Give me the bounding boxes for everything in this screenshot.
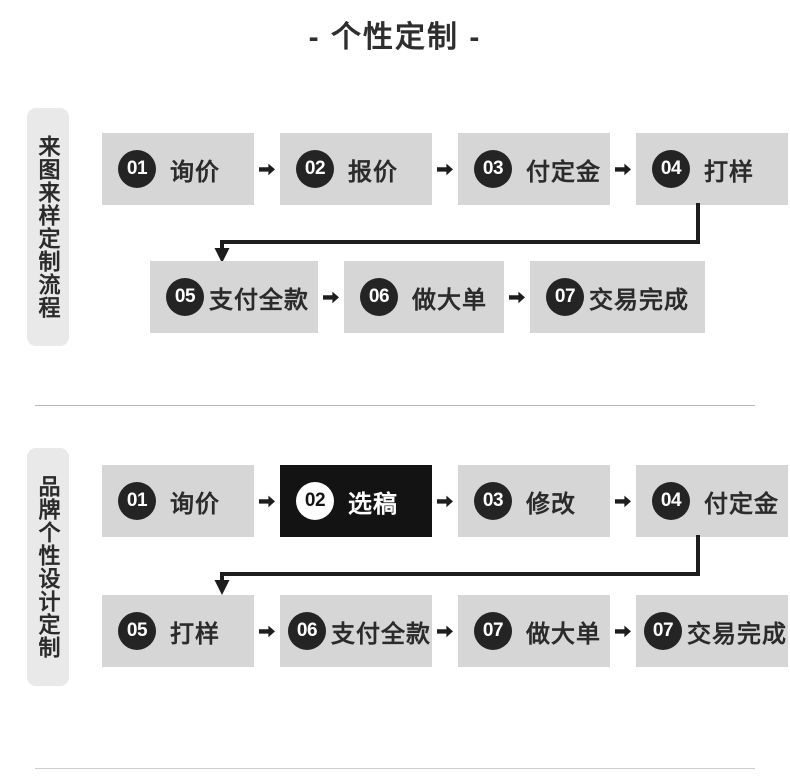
- arrow-right-icon: [254, 625, 280, 638]
- step-number-s1-02: 02: [296, 150, 334, 188]
- section-2-row-2: 05 打样 06 支付全款 07 做大单 07: [102, 595, 788, 667]
- page-title: - 个性定制 -: [308, 21, 482, 54]
- arrow-right-icon: [318, 291, 344, 304]
- step-box-s1-01[interactable]: 01 询价: [102, 133, 254, 205]
- step-label-s2-04: 付定金: [704, 490, 779, 518]
- step-label-s2-07b: 交易完成: [687, 620, 787, 648]
- step-number-s1-05: 05: [166, 278, 204, 316]
- arrow-right-icon: [254, 163, 280, 176]
- step-box-s1-05[interactable]: 05 支付全款: [150, 261, 318, 333]
- step-number-s1-06: 06: [360, 278, 398, 316]
- arrow-right-icon: [610, 163, 636, 176]
- section-1-row-1: 01 询价 02 报价 03 付定金 04 打: [102, 133, 788, 205]
- step-label-s2-03: 修改: [526, 490, 576, 518]
- step-label-s1-02: 报价: [348, 158, 398, 186]
- step-number-s2-07a: 07: [474, 612, 512, 650]
- section-divider-1: [35, 405, 755, 406]
- step-box-s1-06[interactable]: 06 做大单: [344, 261, 504, 333]
- step-number-s2-07b: 07: [644, 612, 682, 650]
- step-number-s1-03: 03: [474, 150, 512, 188]
- step-label-s1-07: 交易完成: [589, 286, 689, 314]
- step-label-s1-04: 打样: [704, 158, 754, 186]
- arrow-right-icon: [254, 495, 280, 508]
- step-label-s2-06: 支付全款: [331, 620, 431, 648]
- step-box-s2-06[interactable]: 06 支付全款: [280, 595, 432, 667]
- step-box-s1-04[interactable]: 04 打样: [636, 133, 788, 205]
- section-2-row-1: 01 询价 02 选稿 03 修改 04 付定: [102, 465, 788, 537]
- section-1-side-tab: 来图来样定制流程: [27, 108, 69, 346]
- section-divider-2: [35, 768, 755, 769]
- step-label-s1-05: 支付全款: [209, 286, 309, 314]
- section-2-side-tab: 品牌个性设计定制: [27, 448, 69, 686]
- arrow-right-icon: [610, 495, 636, 508]
- step-box-s1-03[interactable]: 03 付定金: [458, 133, 610, 205]
- step-box-s2-04[interactable]: 04 付定金: [636, 465, 788, 537]
- section-1-side-label: 来图来样定制流程: [35, 135, 61, 319]
- step-number-s2-05: 05: [118, 612, 156, 650]
- step-box-s1-07[interactable]: 07 交易完成: [530, 261, 705, 333]
- step-label-s1-01: 询价: [170, 158, 220, 186]
- section-1-row-2: 05 支付全款 06 做大单 07 交易完成: [150, 261, 705, 333]
- step-box-s2-05[interactable]: 05 打样: [102, 595, 254, 667]
- step-number-s1-04: 04: [652, 150, 690, 188]
- step-number-s2-01: 01: [118, 482, 156, 520]
- step-box-s2-07a[interactable]: 07 做大单: [458, 595, 610, 667]
- step-label-s1-06: 做大单: [412, 286, 487, 314]
- step-label-s2-05: 打样: [170, 620, 220, 648]
- arrow-right-icon: [610, 625, 636, 638]
- step-label-s2-07a: 做大单: [526, 620, 601, 648]
- elbow-arrow-icon: [210, 535, 702, 597]
- step-number-s2-02: 02: [296, 482, 334, 520]
- step-number-s2-03: 03: [474, 482, 512, 520]
- step-box-s2-01[interactable]: 01 询价: [102, 465, 254, 537]
- arrow-right-icon: [432, 495, 458, 508]
- step-label-s1-03: 付定金: [526, 158, 601, 186]
- step-label-s2-02: 选稿: [348, 490, 398, 518]
- step-box-s2-03[interactable]: 03 修改: [458, 465, 610, 537]
- elbow-arrow-icon: [210, 203, 702, 265]
- step-number-s1-01: 01: [118, 150, 156, 188]
- step-box-s2-02-selected[interactable]: 02 选稿: [280, 465, 432, 537]
- arrow-right-icon: [504, 291, 530, 304]
- step-box-s2-07b[interactable]: 07 交易完成: [636, 595, 788, 667]
- section-2-side-label: 品牌个性设计定制: [35, 475, 61, 659]
- step-number-s2-06: 06: [288, 612, 326, 650]
- arrow-right-icon: [432, 625, 458, 638]
- step-label-s2-01: 询价: [170, 490, 220, 518]
- step-box-s1-02[interactable]: 02 报价: [280, 133, 432, 205]
- step-number-s2-04: 04: [652, 482, 690, 520]
- arrow-right-icon: [432, 163, 458, 176]
- step-number-s1-07: 07: [546, 278, 584, 316]
